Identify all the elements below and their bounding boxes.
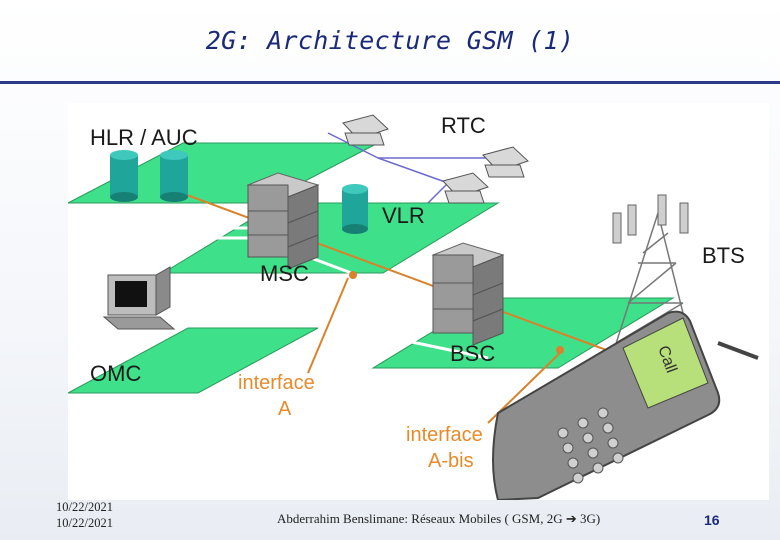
footer-text-end: 3G) [576, 511, 601, 526]
telephone-icon [342, 114, 389, 146]
footer-date: 10/22/2021 [56, 516, 113, 530]
interface-a-label: interface [238, 372, 315, 394]
hlr-auc-label: HLR / AUC [90, 125, 198, 150]
footer-text: Abderrahim Benslimane: Réseaux Mobiles (… [277, 511, 566, 526]
gsm-architecture-diagram: Call HLR / AUC RTC VLR MSC BTS BSC OMC i… [68, 103, 769, 500]
mobile-phone-icon: Call [492, 310, 759, 500]
page-number: 16 [704, 512, 720, 528]
footer-date: 10/22/2021 [56, 500, 113, 514]
telephone-icon [482, 146, 529, 178]
footer-author: Abderrahim Benslimane: Réseaux Mobiles (… [277, 511, 600, 527]
bts-label: BTS [702, 243, 745, 268]
interface-abis-sublabel: A-bis [428, 450, 474, 472]
title-rule [0, 81, 780, 84]
bsc-server-icon [431, 242, 505, 346]
bsc-label: BSC [450, 341, 495, 366]
bts-antenna-icon [612, 194, 689, 244]
arrow-right-icon: ➔ [565, 511, 577, 526]
omc-computer-icon [102, 266, 176, 330]
msc-server-icon [246, 172, 320, 270]
interface-abis-label: interface [406, 424, 483, 446]
msc-label: MSC [260, 261, 309, 286]
omc-platform [68, 327, 319, 394]
omc-label: OMC [90, 361, 141, 386]
slide-title: 2G: Architecture GSM (1) [205, 26, 575, 55]
auc-database-icon [160, 150, 188, 202]
interface-abis-point [556, 346, 564, 354]
rtc-label: RTC [441, 113, 486, 138]
vlr-database-icon [342, 184, 368, 234]
vlr-label: VLR [382, 203, 425, 228]
msc-platform [161, 202, 500, 274]
interface-a-point [349, 271, 357, 279]
telephone-icon [442, 172, 489, 204]
hlr-database-icon [110, 150, 138, 202]
interface-a-sublabel: A [278, 398, 292, 420]
